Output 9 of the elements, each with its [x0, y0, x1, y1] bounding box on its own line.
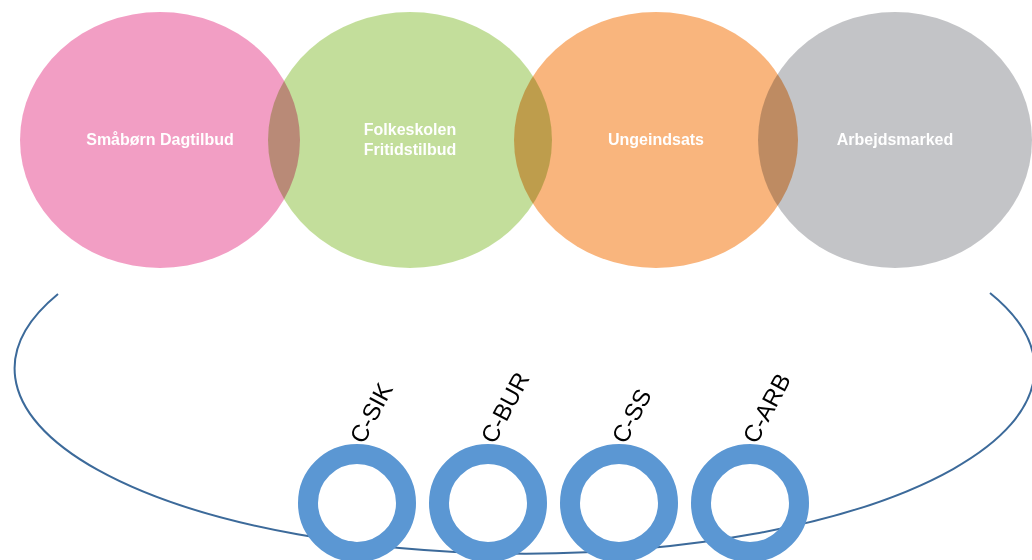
ellipse-label: Småbørn Dagtilbud — [86, 130, 234, 150]
ellipse-label: Ungeindsats — [608, 130, 704, 150]
ring — [298, 444, 416, 560]
ellipse-label: Arbejdsmarked — [836, 130, 954, 150]
ellipse-label: Folkeskolen Fritidstilbud — [362, 120, 458, 160]
ring — [560, 444, 678, 560]
ring-label: C-SS — [607, 385, 656, 447]
ring — [691, 444, 809, 560]
ring — [429, 444, 547, 560]
